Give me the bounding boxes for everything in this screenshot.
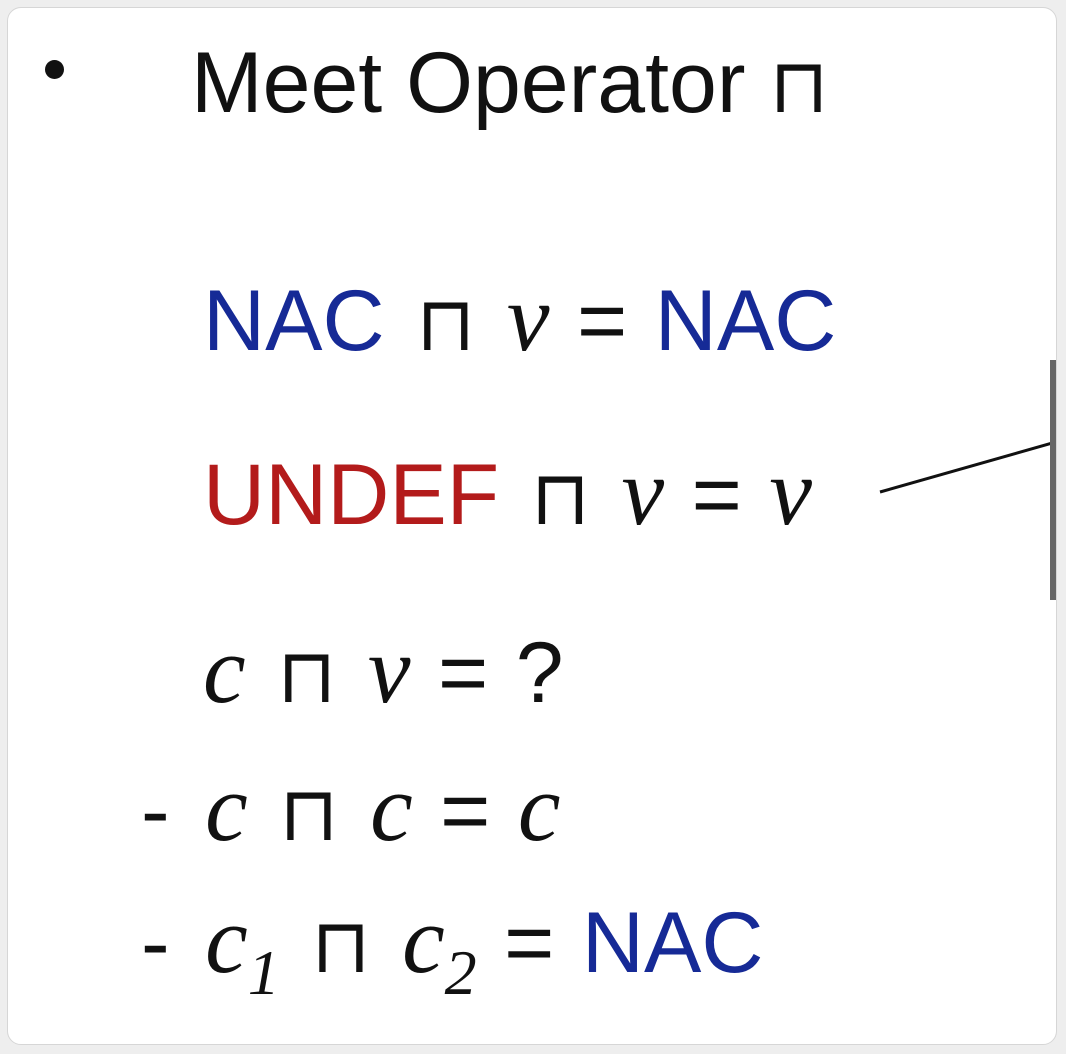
const-rule: c ⊓ v = ? [203, 622, 564, 718]
meet-symbol: ⊓ [769, 41, 829, 130]
constant-c1: c [205, 886, 248, 993]
subscript-1: 1 [247, 937, 280, 1008]
variable-v: v [621, 438, 665, 545]
slide-title: Meet Operator ⊓ [191, 40, 829, 126]
nac-term: NAC [203, 273, 385, 369]
nac-result: NAC [581, 895, 764, 991]
title-text: Meet Operator [191, 35, 746, 131]
nac-result: NAC [654, 273, 837, 369]
annotation-connector [879, 440, 1056, 494]
case-different-constants: - c1 ⊓ c2 = NAC [141, 892, 764, 1005]
meet-symbol: ⊓ [311, 901, 371, 990]
equals-sign: = [691, 447, 742, 543]
meet-symbol: ⊓ [279, 769, 339, 858]
variable-v: v [367, 616, 411, 723]
equals-sign: = [440, 763, 491, 859]
undef-rule: UNDEF ⊓ v = v [203, 444, 812, 540]
subscript-2: 2 [444, 937, 477, 1008]
meet-symbol: ⊓ [416, 279, 476, 368]
constant-c: c [205, 754, 248, 861]
constant-c2: c [402, 886, 445, 993]
question-mark: ? [515, 625, 564, 721]
case-dash: - [141, 763, 170, 859]
bullet-point [45, 60, 64, 79]
meet-symbol: ⊓ [530, 453, 591, 542]
equals-sign: = [577, 273, 628, 369]
result-v: v [769, 438, 812, 545]
constant-c: c [203, 616, 246, 723]
undef-term: UNDEF [203, 447, 500, 543]
meet-symbol: ⊓ [277, 631, 337, 720]
case-same-constant: - c ⊓ c = c [141, 760, 561, 856]
variable-v: v [506, 264, 550, 371]
nac-rule: NAC ⊓ v = NAC [203, 270, 836, 366]
constant-c: c [370, 754, 413, 861]
annotation-box-edge [1050, 360, 1056, 600]
result-c: c [517, 754, 561, 861]
case-dash: - [141, 895, 170, 991]
equals-sign: = [504, 895, 555, 991]
equals-sign: = [438, 625, 489, 721]
connector-line [879, 440, 1056, 494]
slide-card: Meet Operator ⊓ NAC ⊓ v = NAC UNDEF ⊓ v … [7, 7, 1057, 1045]
